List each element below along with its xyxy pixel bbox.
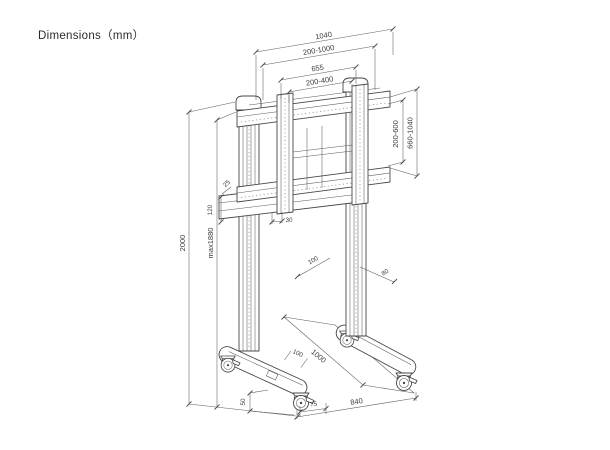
dimension-right-heights: 200-600 660-1040 (387, 86, 420, 179)
dim-label-655: 655 (311, 63, 325, 74)
dim-label-100-column: 100 (307, 255, 320, 267)
dimension-column-section: 100 80 (294, 255, 398, 285)
page-title: Dimensions（mm） (38, 30, 145, 42)
dim-label-1000: 1000 (309, 347, 328, 365)
vesa-bracket-left (276, 92, 294, 215)
dim-label-1040: 1040 (315, 30, 333, 42)
mount-plate (292, 126, 353, 190)
dim-label-660-1040: 660-1040 (406, 117, 415, 149)
dim-label-200-400: 200-400 (305, 74, 334, 87)
dimension-top-widths: 1040 200-1000 655 200-400 (253, 26, 396, 103)
left-column (235, 95, 262, 352)
dim-label-200-600: 200-600 (391, 120, 400, 148)
dim-label-50: 50 (240, 398, 247, 406)
dim-label-25: 25 (222, 179, 232, 189)
vesa-bracket-right (351, 83, 369, 206)
dim-label-100-foot: 100 (291, 348, 304, 359)
left-foot (218, 346, 315, 411)
floor-outline (283, 316, 415, 394)
dim-label-200-1000: 200-1000 (302, 43, 335, 57)
dimension-bracket-details: 120 25 30 (207, 179, 293, 225)
dim-label-75: 75 (310, 400, 318, 408)
dim-label-30: 30 (285, 217, 293, 224)
caster-front-right (395, 372, 418, 391)
dim-label-max1880: max1880 (206, 228, 215, 259)
dim-label-120: 120 (207, 204, 214, 215)
dim-label-80: 80 (380, 268, 390, 278)
dimension-left-heights: 2000 max1880 (178, 101, 297, 417)
dim-label-2000: 2000 (178, 235, 187, 252)
dim-label-840: 840 (350, 396, 364, 407)
